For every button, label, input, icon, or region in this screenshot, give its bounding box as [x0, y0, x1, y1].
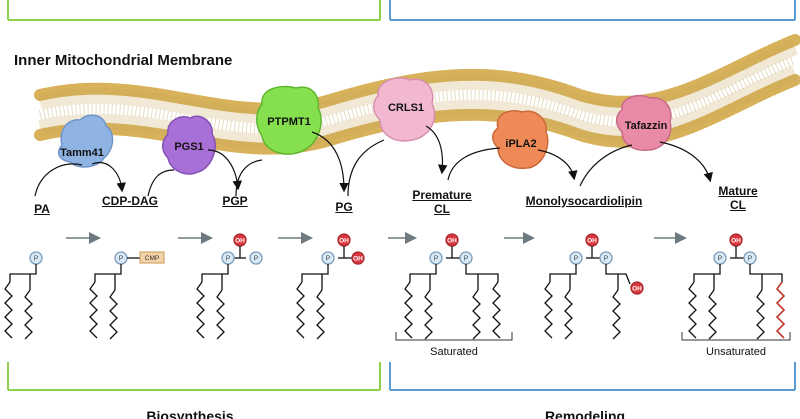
svg-text:P: P: [748, 256, 753, 263]
premature-cl-structure: [404, 233, 501, 340]
crls1-protein: [373, 77, 436, 142]
mature-cl-structure: [688, 233, 786, 340]
svg-text:OH: OH: [353, 256, 363, 263]
svg-text:OH: OH: [632, 286, 642, 293]
svg-text:P: P: [604, 256, 609, 263]
pgs1-protein: [162, 115, 216, 175]
mlcl-label: Monolysocardiolipin: [525, 194, 643, 208]
ptpmt1-label: PTPMT1: [267, 116, 311, 128]
unsaturated-label: Unsaturated: [706, 346, 766, 358]
svg-text:OH: OH: [731, 238, 741, 245]
remodeling-section-label: Remodeling: [544, 408, 626, 419]
pa-structure: [4, 251, 43, 340]
svg-text:P: P: [434, 256, 439, 263]
tamm41-label: Tamm41: [60, 147, 104, 159]
glyph-labels: P P CMP OH P P OH P OH OH P P OH P P OH …: [34, 238, 753, 293]
structures: [4, 233, 786, 340]
cdp-dag-label: CDP-DAG: [102, 194, 158, 208]
svg-text:P: P: [254, 256, 259, 263]
ptpmt1-protein: [256, 85, 322, 155]
pg-structure: [296, 233, 365, 340]
crls1-label: CRLS1: [387, 102, 425, 114]
mlcl-structure: [544, 233, 644, 340]
pgp-structure: [196, 233, 263, 340]
svg-text:P: P: [326, 256, 331, 263]
svg-text:OH: OH: [447, 238, 457, 245]
svg-text:P: P: [119, 256, 124, 263]
tamm41-protein: [57, 114, 114, 168]
pg-label: PG: [335, 200, 353, 214]
svg-text:OH: OH: [339, 238, 349, 245]
svg-text:P: P: [34, 256, 39, 263]
svg-text:OH: OH: [235, 238, 245, 245]
saturated-label: Saturated: [430, 346, 478, 358]
pa-label: PA: [34, 202, 50, 216]
pgp-label: PGP: [222, 194, 248, 208]
svg-text:OH: OH: [587, 238, 597, 245]
brackets: [395, 332, 791, 341]
tafazzin-protein: [616, 94, 672, 151]
ipla2-protein: [492, 110, 549, 169]
svg-text:P: P: [464, 256, 469, 263]
tafazzin-label: Tafazzin: [624, 120, 668, 132]
diagram-title: Inner Mitochondrial Membrane: [14, 52, 233, 69]
ipla2-label: iPLA2: [505, 138, 537, 150]
svg-text:P: P: [226, 256, 231, 263]
pgs1-label: PGS1: [174, 141, 204, 153]
bottom-frame: [7, 362, 796, 391]
reaction-arrows: [34, 125, 713, 197]
svg-text:P: P: [574, 256, 579, 263]
biosynthesis-section-label: Biosynthesis: [146, 408, 234, 419]
svg-text:P: P: [718, 256, 723, 263]
svg-text:CMP: CMP: [145, 255, 159, 262]
top-frame: [7, 0, 796, 21]
cdp-dag-structure: [89, 251, 165, 340]
